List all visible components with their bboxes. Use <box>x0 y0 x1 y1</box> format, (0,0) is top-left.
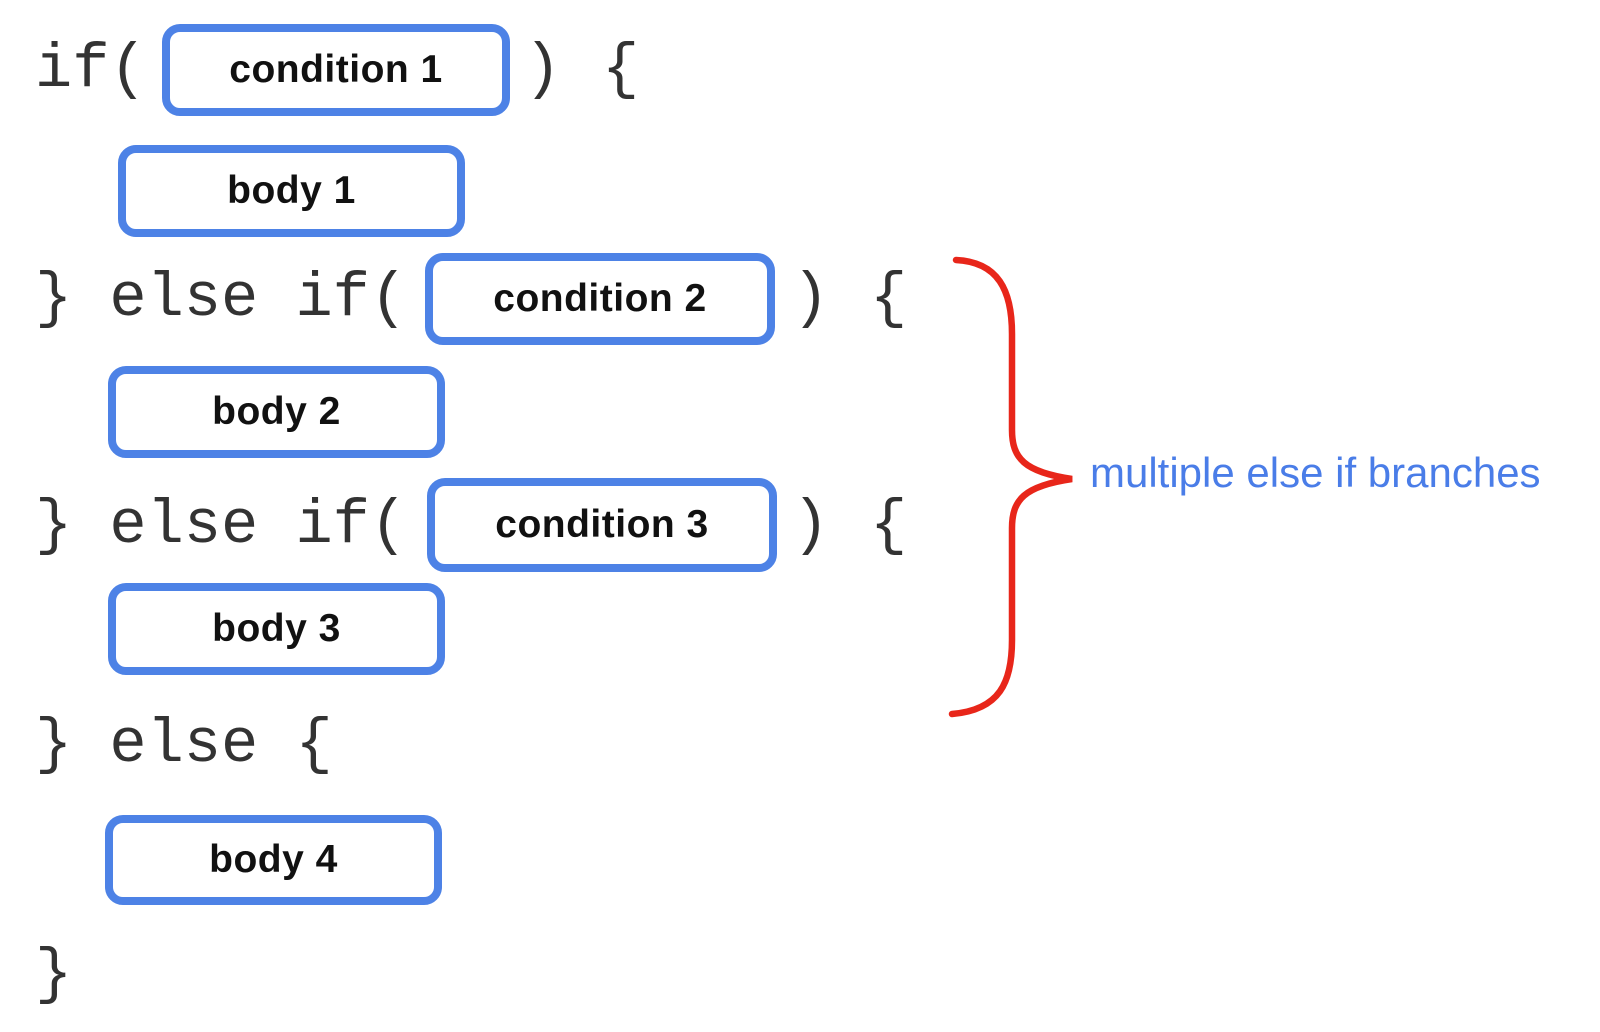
code-line3-close-paren: ) <box>792 263 830 334</box>
body-1-box: body 1 <box>118 145 465 237</box>
code-line5-else-if-open: } else if( <box>35 490 408 561</box>
body-3-box: body 3 <box>108 583 445 675</box>
body-4-label: body 4 <box>209 838 338 881</box>
condition-3-label: condition 3 <box>495 503 709 546</box>
body-2-label: body 2 <box>212 390 341 433</box>
body-4-box: body 4 <box>105 815 442 905</box>
condition-1-box: condition 1 <box>162 24 510 116</box>
condition-2-label: condition 2 <box>493 277 707 320</box>
code-line1-open-brace: { <box>602 34 640 105</box>
condition-3-box: condition 3 <box>427 478 777 572</box>
code-line1-close-paren: ) <box>524 34 562 105</box>
code-line5-close-paren: ) <box>792 490 830 561</box>
code-line1-if-open: if( <box>35 34 147 105</box>
multiple-else-if-branches-label: multiple else if branches <box>1090 449 1541 496</box>
code-line9-final-close-brace: } <box>35 939 73 1010</box>
code-line3-open-brace: { <box>870 263 908 334</box>
body-1-label: body 1 <box>227 169 356 212</box>
code-line7-else-open: } else { <box>35 709 333 780</box>
code-line3-else-if-open: } else if( <box>35 263 408 334</box>
body-2-box: body 2 <box>108 366 445 458</box>
condition-2-box: condition 2 <box>425 253 775 345</box>
condition-1-label: condition 1 <box>229 48 443 91</box>
code-line5-open-brace: { <box>870 490 908 561</box>
body-3-label: body 3 <box>212 607 341 650</box>
